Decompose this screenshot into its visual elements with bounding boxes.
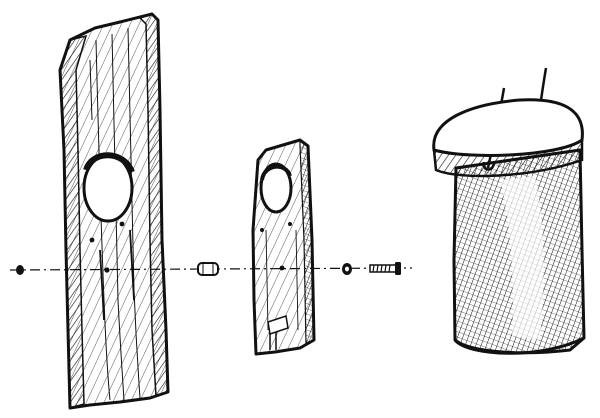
inner-plate-with-hole-icon (251, 138, 316, 356)
bark-slab-with-hole-icon (58, 12, 170, 410)
washer-icon (342, 263, 352, 275)
nut-icon (16, 265, 24, 275)
bolt-icon (369, 262, 401, 275)
spacer-icon (197, 262, 219, 276)
bucket-icon (432, 67, 586, 355)
